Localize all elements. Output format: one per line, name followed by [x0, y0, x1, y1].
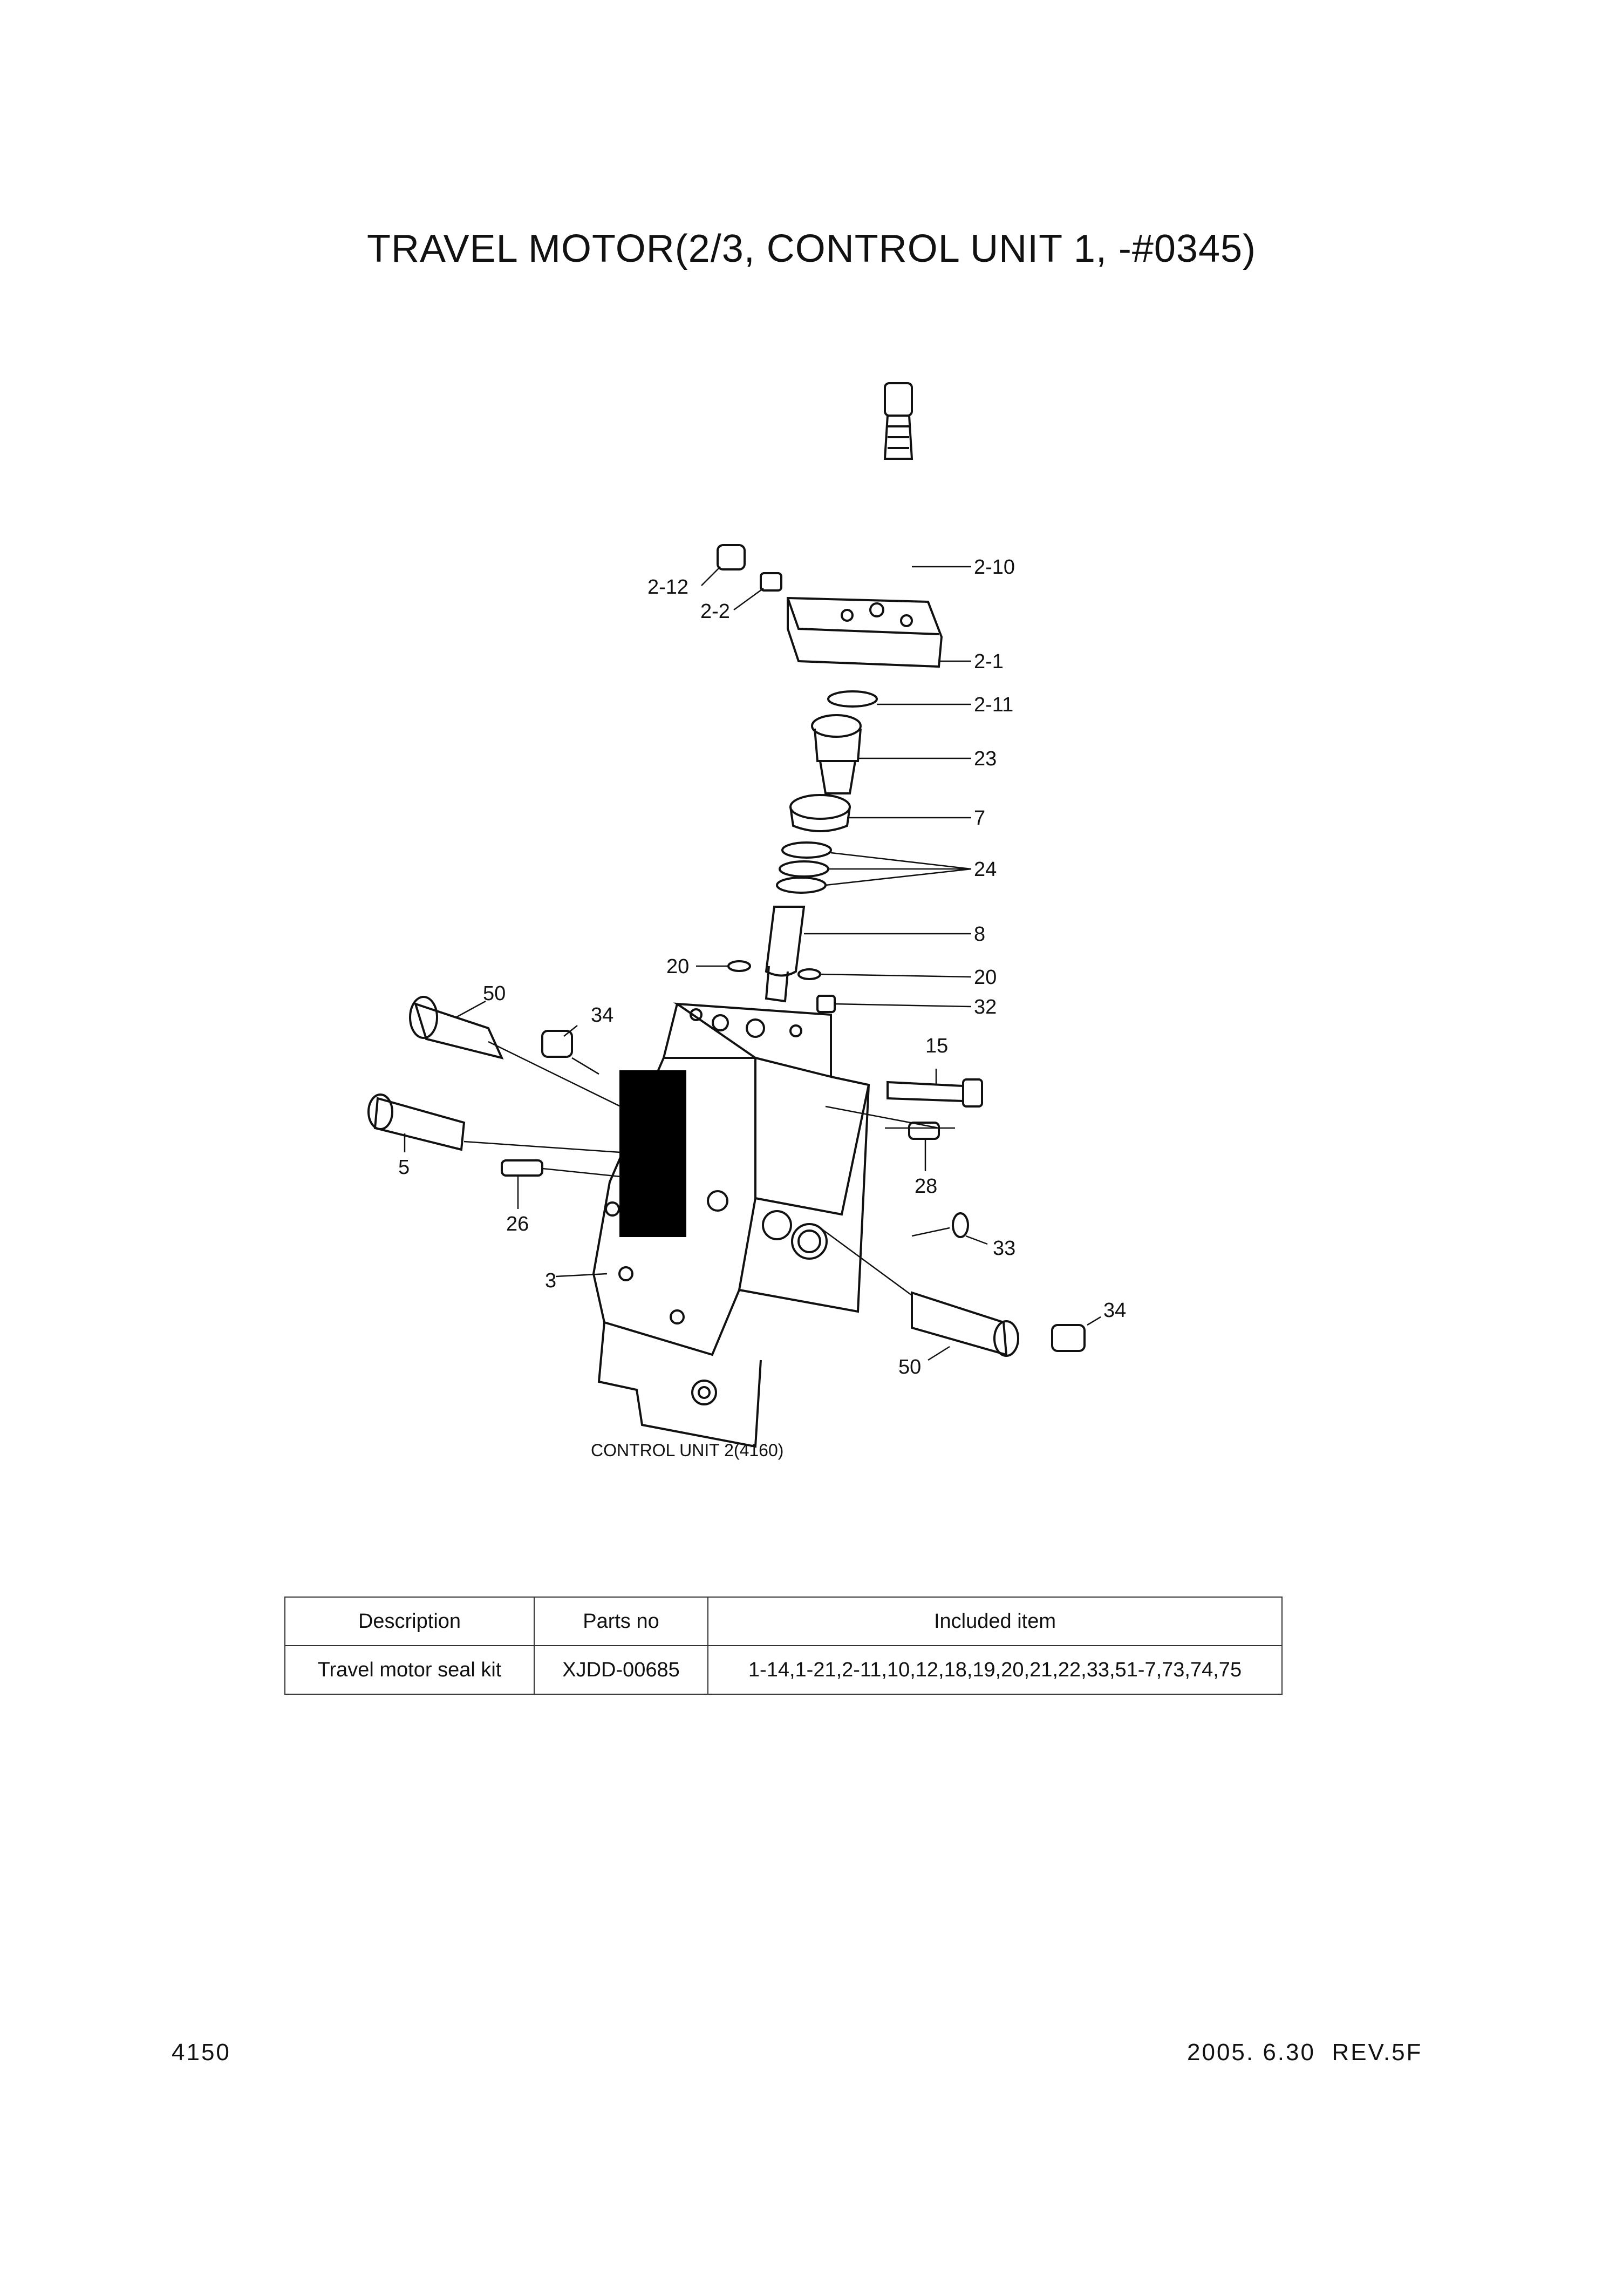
pin-26	[501, 1159, 543, 1177]
callout-28: 28	[915, 1175, 937, 1198]
plug-2-2	[760, 572, 782, 592]
o-ring-20-right	[797, 968, 821, 980]
valve-50-top	[409, 996, 504, 1059]
callout-2-1: 2-1	[974, 650, 1004, 673]
control-unit-body-3	[592, 1002, 870, 1448]
callout-34-bottom: 34	[1103, 1299, 1126, 1322]
callout-20-left: 20	[666, 955, 689, 978]
callout-23: 23	[974, 748, 997, 770]
callout-2-11: 2-11	[974, 694, 1013, 716]
screw-23	[811, 714, 862, 794]
callout-8: 8	[974, 923, 985, 946]
diagram-caption: CONTROL UNIT 2(4160)	[591, 1441, 783, 1460]
o-ring-33	[952, 1212, 969, 1238]
o-ring-2-11	[827, 690, 878, 708]
callout-3: 3	[545, 1269, 556, 1292]
header-parts-no: Parts no	[534, 1597, 708, 1646]
side-plate-blackout	[619, 1070, 686, 1237]
callout-2-10: 2-10	[974, 556, 1015, 579]
revision-date: 2005. 6.30 REV.5F	[1187, 2039, 1423, 2066]
rings-24	[776, 841, 832, 894]
header-description: Description	[284, 1597, 535, 1646]
cell-parts-no: XJDD-00685	[534, 1645, 708, 1695]
table-header-row: Description Parts no Included item	[284, 1597, 1283, 1646]
callout-26: 26	[506, 1213, 529, 1235]
cell-description: Travel motor seal kit	[284, 1645, 535, 1695]
header-included-item: Included item	[707, 1597, 1283, 1646]
callout-5: 5	[398, 1156, 410, 1179]
table-row: Travel motor seal kit XJDD-00685 1-14,1-…	[284, 1645, 1283, 1695]
valve-5	[367, 1093, 466, 1151]
page-title: TRAVEL MOTOR(2/3, CONTROL UNIT 1, -#0345…	[366, 227, 1257, 270]
spool-8	[765, 906, 806, 1003]
callout-50-top: 50	[483, 982, 506, 1005]
cell-included-item: 1-14,1-21,2-11,10,12,18,19,20,21,22,33,5…	[707, 1645, 1283, 1695]
plug-32	[816, 995, 836, 1013]
callout-2-2: 2-2	[700, 600, 730, 623]
callout-32: 32	[974, 996, 997, 1018]
callout-20-right: 20	[974, 966, 997, 989]
callout-50-bottom: 50	[898, 1356, 921, 1378]
bolt-2-10	[883, 382, 913, 460]
callout-34-top: 34	[591, 1004, 613, 1027]
seat-7	[789, 794, 851, 832]
leader-lines	[404, 566, 1101, 1361]
o-ring-20-left	[727, 960, 751, 972]
pin-28	[908, 1122, 940, 1140]
callout-24: 24	[974, 858, 997, 881]
callout-7: 7	[974, 807, 985, 830]
valve-50-bottom	[911, 1291, 1019, 1357]
plug-2-12	[717, 544, 746, 570]
callout-2-12: 2-12	[647, 576, 688, 599]
bolt-15	[886, 1078, 983, 1108]
callout-15: 15	[925, 1035, 948, 1057]
plug-34-top	[541, 1030, 573, 1058]
plug-34-bottom	[1051, 1324, 1086, 1352]
callout-labels: 2-12 2-2 2-10 2-1 2-11 23 7 24 8 20 20 3…	[398, 556, 1126, 1460]
page-number: 4150	[172, 2039, 231, 2066]
seal-kit-table: Description Parts no Included item Trave…	[284, 1597, 1283, 1695]
cover-plate-2-1	[787, 596, 943, 668]
callout-33: 33	[993, 1237, 1015, 1260]
